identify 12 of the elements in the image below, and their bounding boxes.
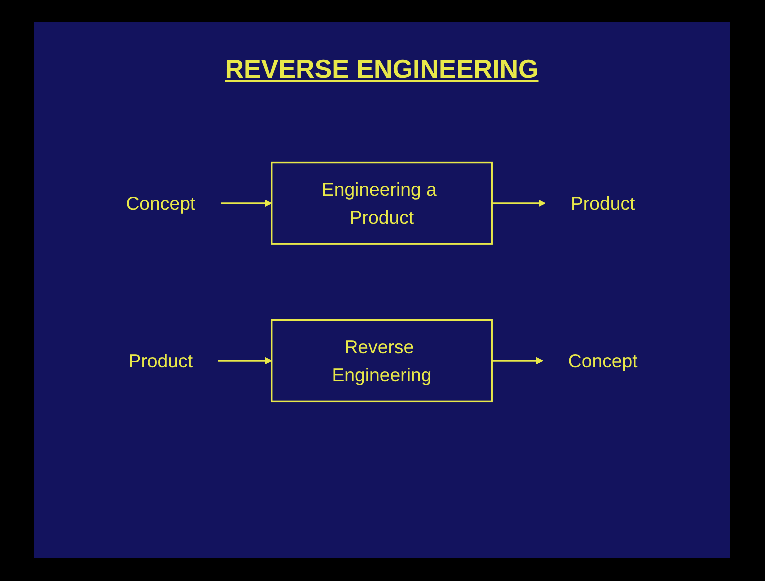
- node-text: Concept: [126, 192, 196, 214]
- node-text: Concept: [568, 350, 638, 372]
- arrow: [218, 357, 272, 364]
- node-text: Product: [570, 192, 636, 214]
- slide-title: REVERSE ENGINEERING: [225, 54, 539, 84]
- node-text: Product: [128, 350, 194, 372]
- node-box: [271, 319, 493, 402]
- slide-background: REVERSE ENGINEERING Concept Engineering a Product Product Product Reverse Engineering Concept: [34, 22, 730, 558]
- node-box: [271, 162, 493, 245]
- arrow: [492, 357, 544, 364]
- arrow: [492, 199, 546, 207]
- arrow: [221, 199, 272, 207]
